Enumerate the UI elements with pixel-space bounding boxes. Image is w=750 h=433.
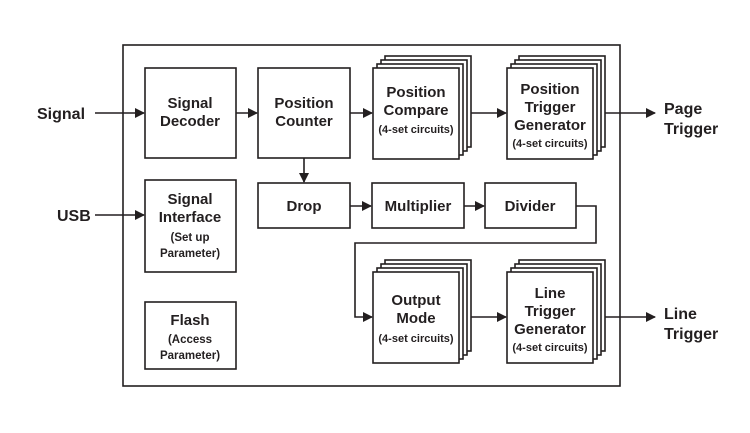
position-trigger-generator-label-1: Position (520, 81, 579, 98)
signal-interface-label-1: Signal (167, 191, 212, 208)
position-counter-label-2: Counter (275, 113, 333, 130)
output-mode-sub: (4-set circuits) (378, 333, 454, 345)
flash-label: Flash (170, 312, 209, 329)
line-trigger-label-2: Trigger (664, 326, 718, 343)
signal-input-label: Signal (37, 106, 85, 123)
flash-sub-2: Parameter) (160, 350, 220, 362)
output-mode-label-2: Mode (396, 310, 435, 327)
position-compare-block: Position Compare (4-set circuits) (372, 55, 472, 160)
divider-label: Divider (505, 198, 556, 215)
line-trigger-generator-block: Line Trigger Generator (4-set circuits) (506, 259, 606, 364)
multiplier-block: Multiplier (371, 182, 465, 229)
position-trigger-generator-block: Position Trigger Generator (4-set circui… (506, 55, 606, 160)
position-trigger-generator-label-2: Trigger (525, 99, 576, 116)
signal-decoder-block: Signal Decoder (144, 67, 237, 159)
signal-decoder-label-2: Decoder (160, 113, 220, 130)
signal-decoder-label-1: Signal (167, 95, 212, 112)
position-trigger-generator-label-3: Generator (514, 117, 586, 134)
divider-to-output-mode-arrow (354, 205, 597, 322)
page-trigger-label-1: Page (664, 101, 702, 118)
flash-block: Flash (Access Parameter) (144, 301, 237, 370)
signal-interface-sub-1: (Set up (171, 232, 210, 244)
position-counter-block: Position Counter (257, 67, 351, 159)
line-trigger-generator-label-1: Line (535, 285, 566, 302)
divider-block: Divider (484, 182, 577, 229)
flash-sub-1: (Access (168, 334, 212, 346)
line-trigger-generator-sub: (4-set circuits) (512, 342, 588, 354)
output-mode-label-1: Output (391, 292, 440, 309)
output-mode-block: Output Mode (4-set circuits) (372, 259, 472, 364)
drop-block: Drop (257, 182, 351, 229)
line-trigger-generator-label-2: Trigger (525, 303, 576, 320)
line-trigger-label-1: Line (664, 306, 697, 323)
multiplier-label: Multiplier (385, 198, 452, 215)
signal-interface-block: Signal Interface (Set up Parameter) (144, 179, 237, 273)
position-compare-label-1: Position (386, 84, 445, 101)
position-compare-sub: (4-set circuits) (378, 124, 454, 136)
signal-interface-sub-2: Parameter) (160, 248, 220, 260)
position-compare-label-2: Compare (383, 102, 448, 119)
position-trigger-generator-sub: (4-set circuits) (512, 138, 588, 150)
position-counter-label-1: Position (274, 95, 333, 112)
usb-input-label: USB (57, 208, 91, 225)
line-trigger-generator-label-3: Generator (514, 321, 586, 338)
signal-interface-label-2: Interface (159, 209, 222, 226)
drop-label: Drop (287, 198, 322, 215)
page-trigger-label-2: Trigger (664, 121, 718, 138)
